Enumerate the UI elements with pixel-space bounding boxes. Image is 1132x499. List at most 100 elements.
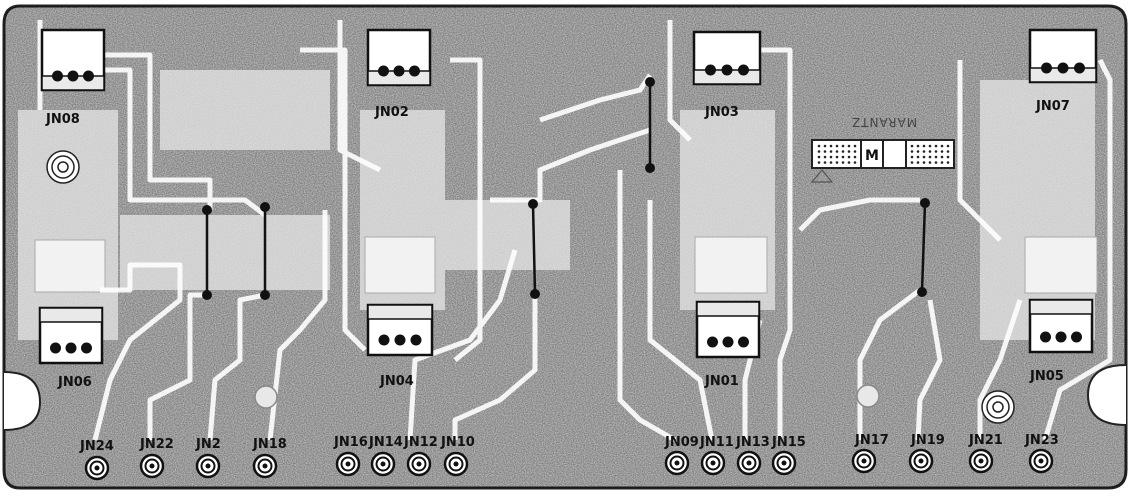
connector-pin <box>916 161 920 164</box>
socket-pin <box>50 342 61 354</box>
connector-pin <box>847 150 851 153</box>
connector-pin <box>835 161 839 164</box>
jack-jn11 <box>700 450 726 476</box>
jack-jn22 <box>139 453 165 479</box>
label-jn2: JN2 <box>195 437 221 452</box>
connector-pin <box>940 161 944 164</box>
label-jn16: JN16 <box>333 435 368 450</box>
socket-jn05 <box>1028 298 1094 354</box>
label-jn17: JN17 <box>854 433 889 448</box>
connector-pin <box>934 150 938 153</box>
socket-pin <box>1055 331 1067 343</box>
connector-pin <box>946 144 950 148</box>
socket-pin <box>1071 331 1082 343</box>
jumper-wire <box>260 202 270 300</box>
connector-pin <box>928 155 932 159</box>
jack-jn21 <box>968 448 994 474</box>
connector-pin <box>928 150 932 153</box>
socket-pin <box>378 334 390 346</box>
connector-pin <box>853 161 857 164</box>
connector-pin <box>934 144 938 148</box>
connector-pin <box>916 150 920 153</box>
socket-pin <box>722 336 734 348</box>
socket-jn06 <box>38 306 104 365</box>
socket-pin <box>1040 331 1051 343</box>
connector-pin <box>922 150 926 153</box>
socket-jn07 <box>1028 28 1098 84</box>
socket-labels: JN08 JN02 JN03 JN07 JN06 JN04 JN01 JN05 <box>45 99 1070 390</box>
connector-pin <box>841 150 845 153</box>
socket-pin <box>1074 62 1085 74</box>
socket-jn04 <box>366 303 434 357</box>
socket-pin <box>67 70 79 82</box>
socket-pin <box>738 336 749 348</box>
socket-pin <box>1057 62 1069 74</box>
mounting-holes <box>3 364 1127 431</box>
brand-text: MARANTZ <box>851 115 917 129</box>
jack-jn18 <box>252 453 278 479</box>
socket-pin <box>705 64 716 76</box>
socket-pin <box>81 342 92 354</box>
connector-pin <box>946 155 950 159</box>
connector-pin <box>922 161 926 164</box>
label-jn11: JN11 <box>699 435 734 450</box>
jumper-wire <box>202 205 212 300</box>
jumper-wire <box>645 77 655 173</box>
socket-pin <box>707 336 718 348</box>
connector-pin <box>853 155 857 159</box>
jack-jn16 <box>335 451 361 477</box>
socket-jn03 <box>692 30 762 86</box>
socket-jn08 <box>40 28 106 92</box>
connector-pin <box>847 155 851 159</box>
connector-mark: M <box>865 148 879 164</box>
jumper-wire <box>917 198 930 297</box>
socket-pin <box>1041 62 1052 74</box>
jack-jn10 <box>443 451 469 477</box>
ground-point-left <box>46 150 80 184</box>
connector-pin <box>823 155 827 159</box>
connector-pin <box>835 155 839 159</box>
connector-pin <box>841 161 845 164</box>
jack-jn14 <box>370 451 396 477</box>
connector-pin <box>829 150 833 153</box>
socket-pin <box>393 65 405 77</box>
connector-pin <box>817 161 821 164</box>
socket-pin <box>83 70 94 82</box>
socket-pin <box>738 64 749 76</box>
jack-jn09 <box>664 450 690 476</box>
socket-pin <box>394 334 406 346</box>
connector-pin <box>910 161 914 164</box>
socket-pin <box>378 65 389 77</box>
connector-pin <box>817 155 821 159</box>
connector-pin <box>817 150 821 153</box>
label-jn05: JN05 <box>1029 369 1064 384</box>
connector-pin <box>910 150 914 153</box>
connector-pin <box>928 161 932 164</box>
label-jn07: JN07 <box>1035 99 1070 114</box>
jack-jn23 <box>1028 448 1054 474</box>
connector-pin <box>841 144 845 148</box>
label-jn19: JN19 <box>910 433 945 448</box>
connector-pin <box>910 144 914 148</box>
jack-labels: JN24 JN22 JN2 JN18 JN16 JN14 JN12 JN10 J… <box>79 433 1059 454</box>
connector-pin <box>829 155 833 159</box>
label-jn14: JN14 <box>368 435 403 450</box>
connector-pin <box>829 161 833 164</box>
label-jn15: JN15 <box>771 435 806 450</box>
jack-jn19 <box>908 448 934 474</box>
connector-pin <box>847 161 851 164</box>
label-jn23: JN23 <box>1024 433 1059 448</box>
connector-pin <box>829 144 833 148</box>
socket-pin <box>409 65 420 77</box>
label-jn10: JN10 <box>440 435 475 450</box>
connector-pin <box>841 155 845 159</box>
connector-pin <box>835 150 839 153</box>
connector-pin <box>910 155 914 159</box>
label-jn21: JN21 <box>968 433 1003 448</box>
jack-jn15 <box>771 450 797 476</box>
jack-jn24 <box>84 455 110 481</box>
connector-pin <box>916 144 920 148</box>
connector-pin <box>823 150 827 153</box>
label-jn08: JN08 <box>45 112 80 127</box>
